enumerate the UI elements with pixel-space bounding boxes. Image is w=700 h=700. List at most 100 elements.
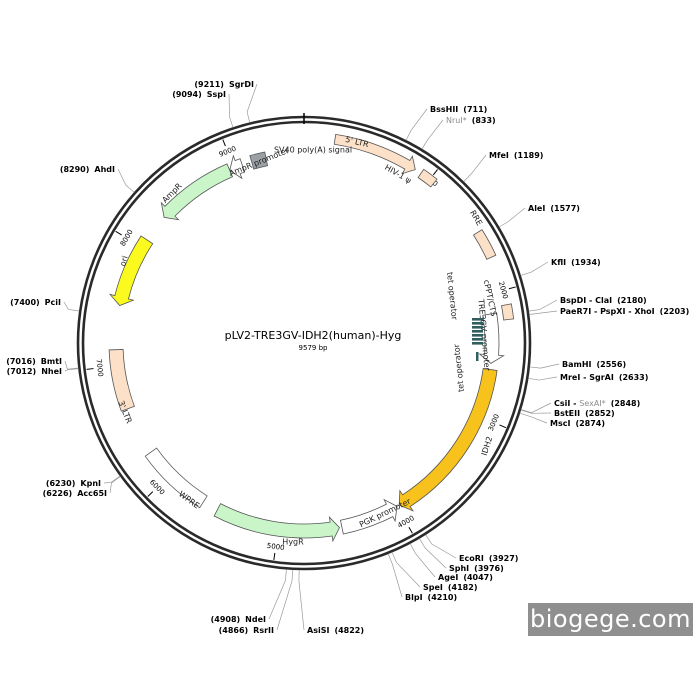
site-leader-rsrii <box>276 569 293 631</box>
tick-mark <box>408 526 413 534</box>
site-position: (4908) <box>211 615 241 624</box>
site-label-alei: AleI(1577) <box>528 204 580 213</box>
site-label-acc65i: (6226)Acc65I <box>43 489 107 498</box>
site-leader-ahdi <box>117 168 135 193</box>
site-leader-sgrdi <box>246 83 258 123</box>
site-position: (2180) <box>617 296 647 305</box>
site-leader-kfli <box>520 261 549 276</box>
site-name: BstEII <box>554 409 580 418</box>
site-leader-sspi <box>228 93 234 128</box>
site-name: AhdI <box>94 165 115 174</box>
feature-idh2 <box>398 368 498 512</box>
site-label-nhei: (7012)NheI <box>7 367 62 376</box>
tet-operator-block <box>472 322 483 325</box>
feature-ltr3 <box>108 349 135 412</box>
site-label-ecori: EcoRI(3927) <box>459 554 518 563</box>
site-leader-pcii <box>63 301 80 312</box>
feature-tre3gv <box>478 312 505 364</box>
site-name: AsiSI <box>307 626 329 635</box>
site-position: (2874) <box>575 419 605 428</box>
site-name: RsrII <box>253 626 274 635</box>
tick-mark <box>508 286 516 290</box>
site-label-bsshii: BssHII (711) <box>430 105 487 114</box>
tick-label: 8000 <box>119 228 135 247</box>
site-position: (2848) <box>611 399 641 408</box>
feature-hiv <box>417 168 438 188</box>
tick-mark <box>147 491 154 497</box>
backbone-outer-ring <box>76 115 532 571</box>
site-position: (7012) <box>7 367 37 376</box>
site-name: BssHII <box>430 105 458 114</box>
site-leader-msci <box>519 412 548 424</box>
site-label-sspi: (9094) SspI <box>172 90 226 99</box>
site-position: (2556) <box>597 360 627 369</box>
site-leader-asisi <box>298 569 305 631</box>
site-label-bmti: (7016)BmtI <box>6 357 62 366</box>
site-name: SexAI* <box>579 399 605 408</box>
tet-operator-block <box>476 352 479 361</box>
site-leader-nrui <box>421 119 444 150</box>
tick-mark <box>432 169 438 176</box>
site-position: (2852) <box>585 409 615 418</box>
feature-ltr5 <box>333 133 416 175</box>
site-name: SpeI <box>423 583 443 592</box>
site-position: (6226) <box>43 489 73 498</box>
site-name: PaeR7I - PspXI - XhoI <box>560 307 655 316</box>
plasmid-size: 9579 bp <box>299 344 328 352</box>
site-label-bamhi: BamHI (2556) <box>562 360 626 369</box>
site-leader-kpni <box>103 475 121 484</box>
site-label-asisi: AsiSI (4822) <box>307 626 364 635</box>
site-name: BamHI <box>562 360 592 369</box>
site-leader-mrei <box>528 376 558 381</box>
site-position: (9094) <box>172 90 202 99</box>
feature-wpre <box>144 447 208 509</box>
tick-label: 3000 <box>487 413 501 433</box>
feature-label-idh2: IDH2 <box>480 435 495 456</box>
site-leader-bamhi <box>529 363 560 369</box>
site-label-kfli: KflI(1934) <box>551 258 601 267</box>
site-leader-bsshii <box>405 108 428 141</box>
site-leader-alei <box>498 207 526 228</box>
site-label-msci: MscI (2874) <box>550 419 605 428</box>
site-name: AgeI <box>438 573 458 582</box>
site-position: (4822) <box>334 626 364 635</box>
site-position: (3976) <box>474 564 504 573</box>
site-label-nrui: NruI* (833) <box>446 116 496 125</box>
site-position: (711) <box>463 105 487 114</box>
site-label-agei: AgeI(4047) <box>438 573 493 582</box>
tick-label: 4000 <box>396 514 415 530</box>
tet-operator-label: tet operator <box>445 272 459 322</box>
site-label-ahdi: (8290)AhdI <box>60 165 115 174</box>
site-position: (1577) <box>550 204 580 213</box>
site-position: (4210) <box>428 593 458 602</box>
site-name: SspI <box>207 90 226 99</box>
feature-sv40 <box>249 151 269 170</box>
site-label-sgrdi: (9211)SgrDI <box>194 80 254 89</box>
site-position: (833) <box>472 116 496 125</box>
site-position: (1189) <box>514 151 544 160</box>
site-leader-nhei <box>64 368 79 372</box>
backbone-inner-ring <box>81 120 527 566</box>
site-label-mfei: MfeI(1189) <box>489 151 543 160</box>
feature-label-hygr: HygR <box>282 538 304 547</box>
site-label-kpni: (6230)KpnI <box>46 479 101 488</box>
tick-label: 9000 <box>218 145 238 159</box>
site-leader-bsteii <box>520 409 552 414</box>
site-name: CsiI - <box>554 399 579 408</box>
feature-amprprom <box>229 154 246 180</box>
site-name: MscI <box>550 419 570 428</box>
tick-label: 7000 <box>94 359 104 378</box>
site-position: (6230) <box>46 479 76 488</box>
tet-operator-block <box>472 334 483 337</box>
watermark-label: biogege.com <box>528 603 693 636</box>
site-leader-csii <box>520 402 552 414</box>
site-name: NdeI <box>245 615 266 624</box>
feature-pgk <box>340 498 398 535</box>
tick-mark <box>222 139 226 147</box>
tick-label: 5000 <box>266 542 285 552</box>
site-leader-mfei <box>463 154 487 182</box>
site-name: NruI* <box>446 116 467 125</box>
site-name: PciI <box>45 298 61 307</box>
plasmid-title: pLV2-TRE3GV-IDH2(human)-Hyg <box>225 329 402 342</box>
restriction-sites-layer: BssHII (711) NruI* (833) MfeI(1189) AleI(1577… <box>6 80 689 635</box>
